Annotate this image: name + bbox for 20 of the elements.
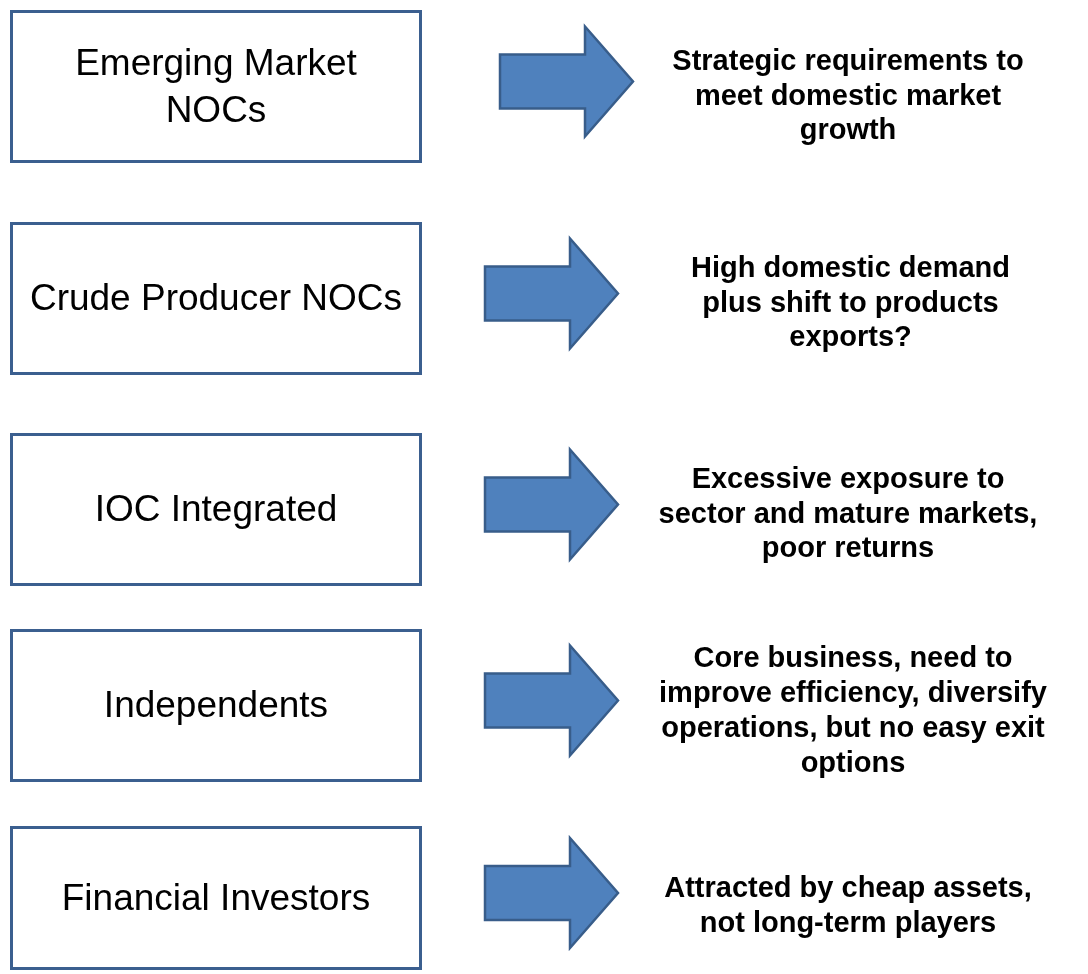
category-box xyxy=(10,433,422,586)
category-box xyxy=(10,10,422,163)
outcome-text: Core business, need to improve efficiency, diversify operations, but no easy exit options xyxy=(618,625,1088,795)
block-arrow xyxy=(498,23,635,140)
category-label: Independents xyxy=(102,683,330,728)
outcome-text: High domestic demand plus shift to products exports? xyxy=(618,242,1083,362)
category-label: Financial Investors xyxy=(60,875,372,920)
category-box xyxy=(10,826,422,970)
category-label: IOC Integrated xyxy=(93,487,339,532)
category-label: Crude Producer NOCs xyxy=(28,276,404,321)
outcome-text: Excessive exposure to sector and mature markets, poor returns xyxy=(618,453,1078,573)
category-label: Emerging Market NOCs xyxy=(74,41,358,132)
block-arrow xyxy=(483,642,620,759)
category-box xyxy=(10,222,422,375)
block-arrow xyxy=(483,446,620,563)
outcome-text: Strategic requirements to meet domestic market growth xyxy=(633,30,1063,160)
category-box xyxy=(10,629,422,782)
outcome-text: Attracted by cheap assets, not long-term players xyxy=(618,840,1078,970)
block-arrow xyxy=(483,235,620,352)
block-arrow xyxy=(483,834,620,952)
